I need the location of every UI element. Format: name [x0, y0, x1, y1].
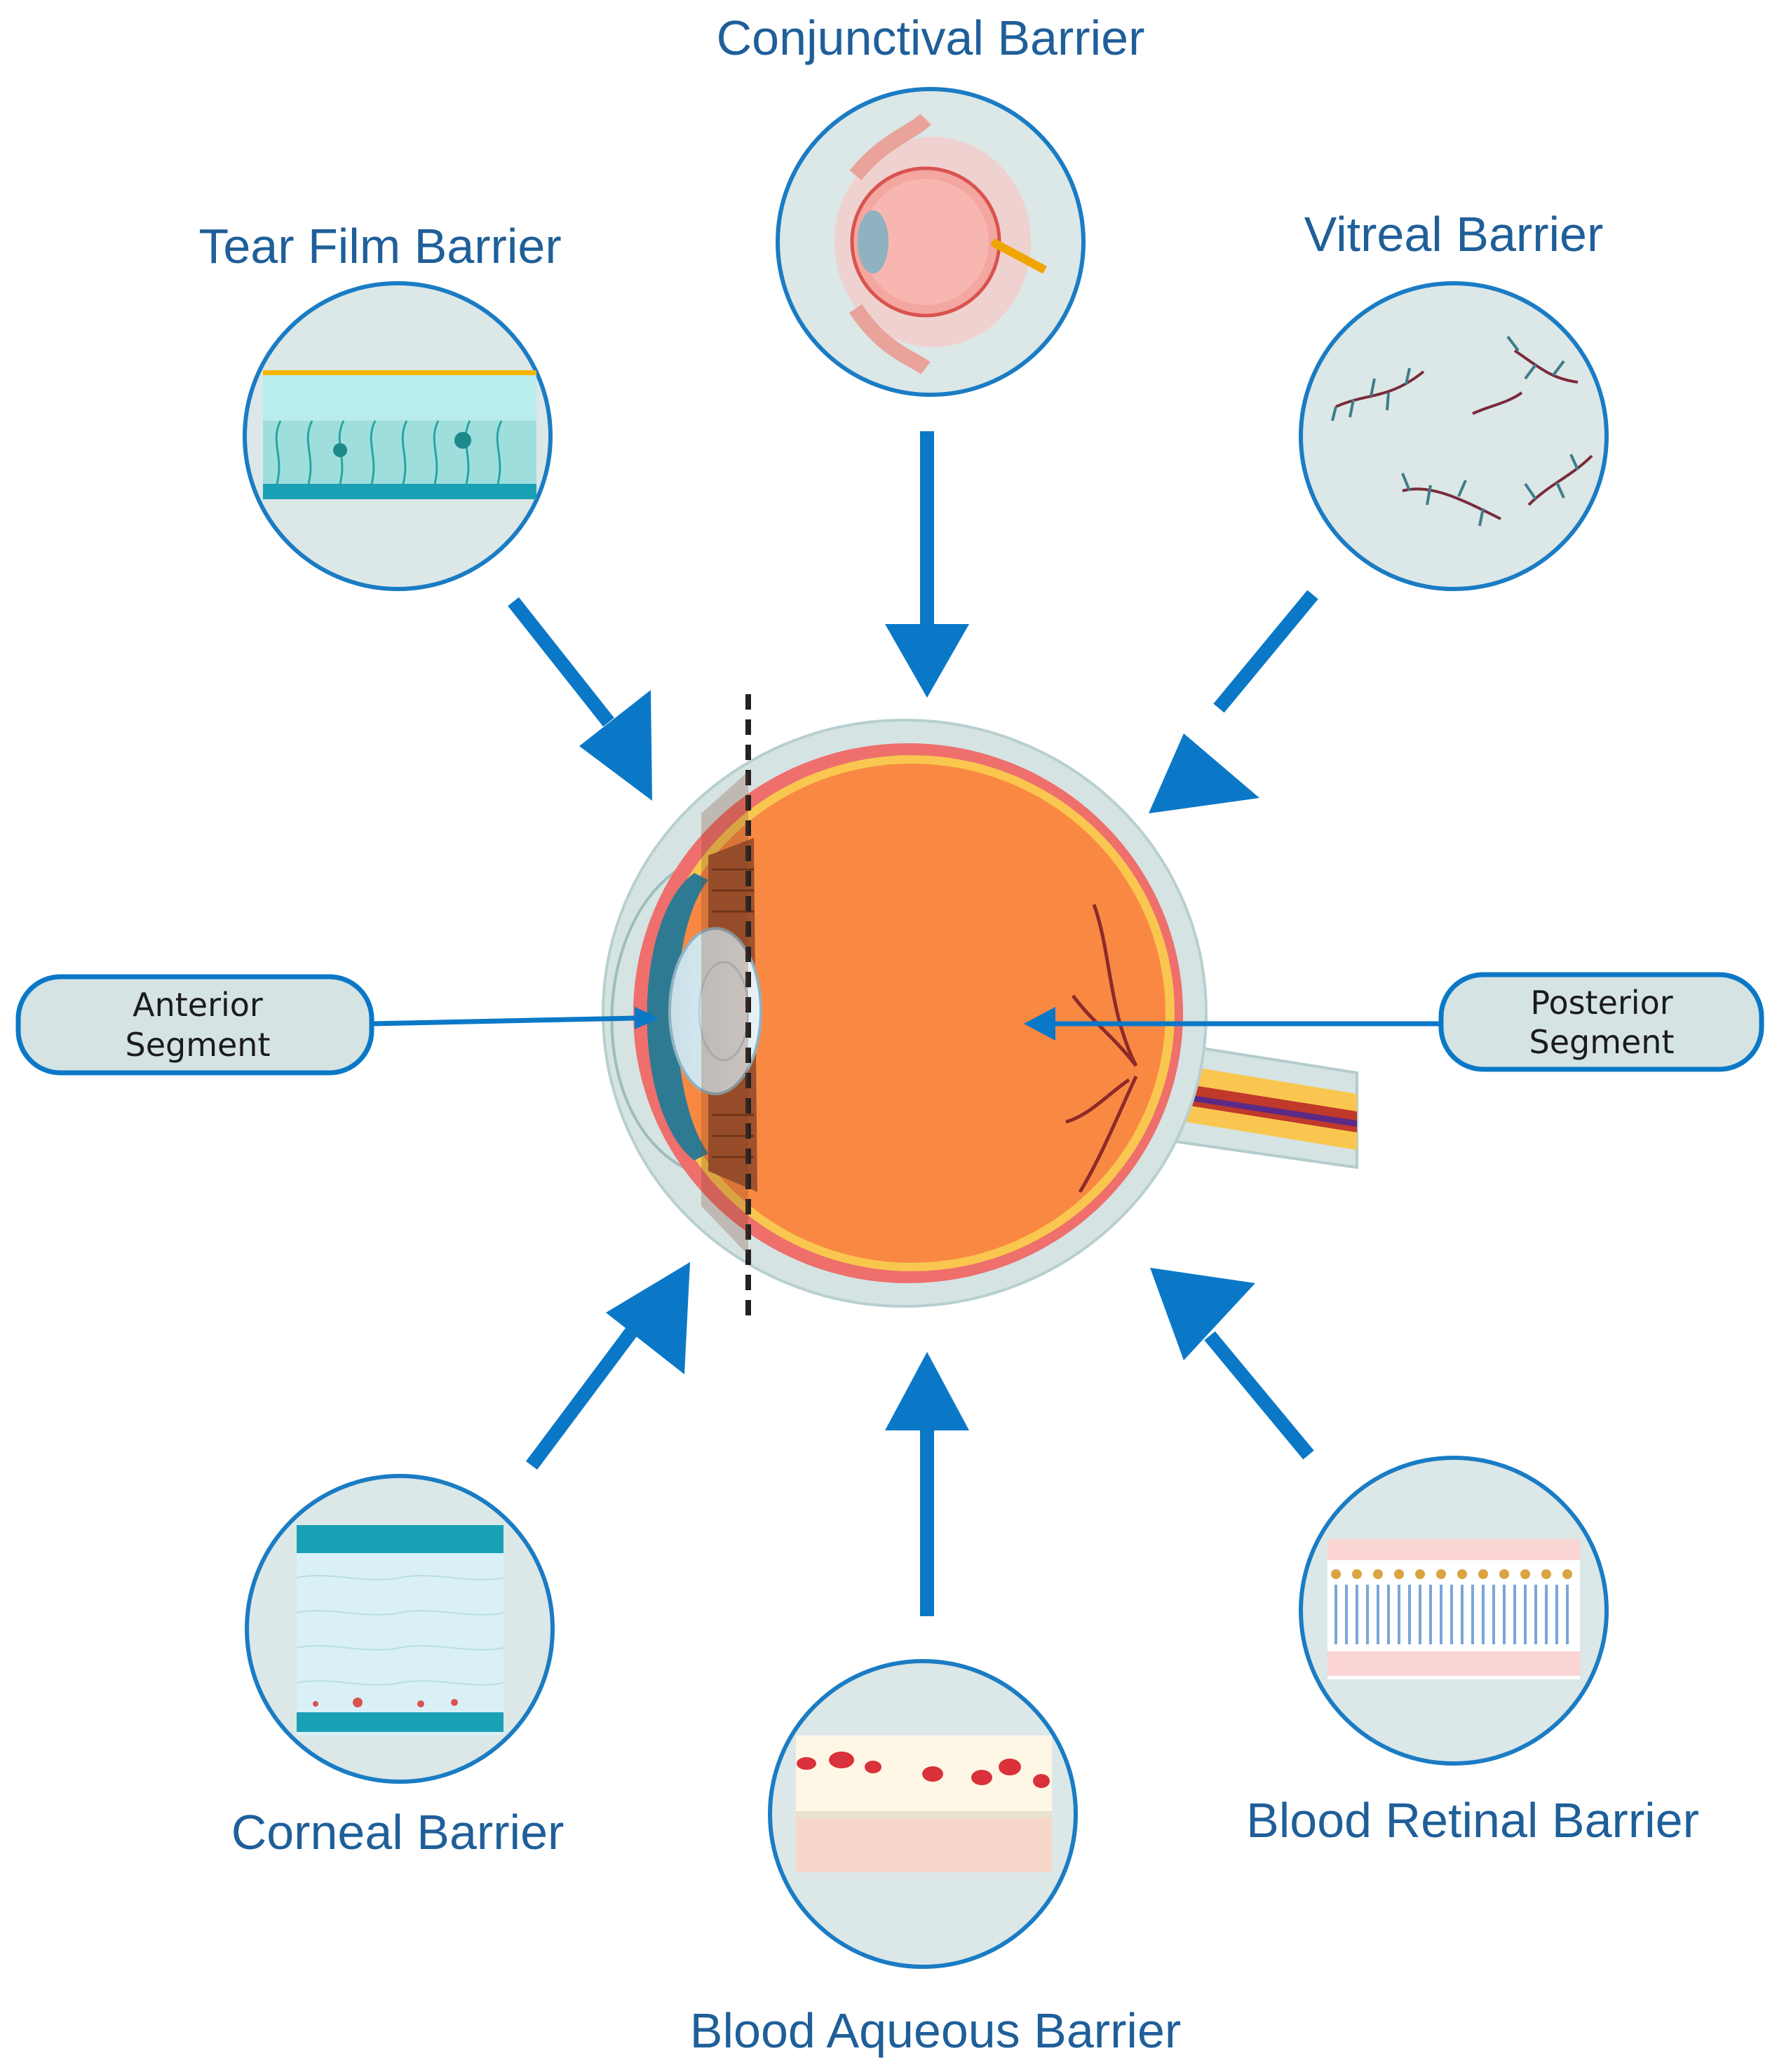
corneal-barrier-label: Corneal Barrier	[231, 1805, 565, 1860]
arrow-blood-retinal	[1204, 1331, 1314, 1460]
arrowhead-corneal	[606, 1262, 690, 1374]
arrowhead-blood-aqueous	[885, 1352, 969, 1430]
retinal-vessels	[1065, 904, 1138, 1193]
conjunctival-barrier-circle	[776, 87, 1086, 397]
arrows	[508, 431, 1318, 1616]
arrow-vitreal	[1213, 590, 1318, 713]
eye-cross-section	[602, 694, 1358, 1325]
vitreal-barrier-circle	[1299, 281, 1609, 591]
tear-film-barrier-label: Tear Film Barrier	[198, 219, 561, 273]
blood-aqueous-barrier-label: Blood Aqueous Barrier	[690, 2003, 1181, 2058]
corneal-barrier-circle	[245, 1474, 555, 1784]
anterior-segment-box	[15, 974, 374, 1076]
vitreal-barrier-label: Vitreal Barrier	[1304, 207, 1604, 262]
conjunctival-barrier-label: Conjunctival Barrier	[717, 11, 1145, 65]
anterior-segment-callout: Anterior Segment	[15, 974, 659, 1076]
posterior-segment-box	[1438, 972, 1764, 1072]
tear-film-barrier-circle	[243, 281, 553, 591]
blood-aqueous-barrier-circle	[768, 1659, 1078, 1969]
arrowhead-vitreal	[1149, 733, 1259, 813]
posterior-segment-label-2: Segment	[1529, 1023, 1675, 1061]
vitreous	[658, 764, 1165, 1263]
anterior-segment-label-2: Segment	[126, 1026, 271, 1064]
posterior-segment-label-1: Posterior	[1530, 984, 1672, 1022]
arrowhead-blood-retinal	[1150, 1268, 1255, 1360]
arrowhead-tear-film	[579, 690, 652, 801]
blood-retinal-barrier-circle	[1299, 1456, 1609, 1766]
arrow-tear-film	[508, 597, 614, 727]
posterior-segment-callout: Posterior Segment	[1024, 972, 1764, 1072]
arrow-corneal	[525, 1328, 637, 1470]
blood-retinal-barrier-label: Blood Retinal Barrier	[1246, 1793, 1699, 1848]
anterior-segment-label-1: Anterior	[133, 986, 263, 1024]
arrowhead-conjunctival	[885, 624, 969, 698]
anterior-chamber	[647, 873, 708, 1160]
